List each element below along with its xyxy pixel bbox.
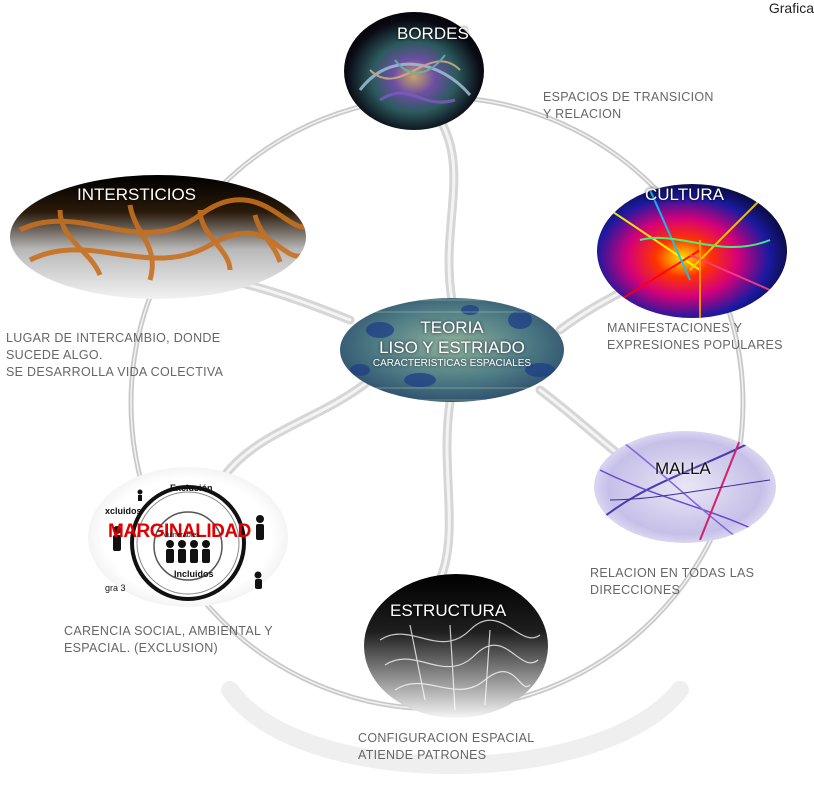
center-label: TEORIA LISO Y ESTRIADO CARACTERISTICAS E… [340,318,564,370]
marginalidad-description: CARENCIA SOCIAL, AMBIENTAL Y ESPACIAL. (… [64,624,273,655]
intersticios-title: INTERSTICIOS [77,185,197,204]
marginalidad-label-incluidos: Incluidos [174,569,214,579]
malla-title: MALLA [655,459,711,478]
node-malla[interactable] [594,430,776,543]
center-line-3: CARACTERISTICAS ESPACIALES [372,358,532,369]
bordes-title: BORDES [397,24,469,43]
malla-description: RELACION EN TODAS LAS DIRECCIONES [590,566,755,597]
cultura-title: CULTURA [645,185,725,204]
marginalidad-label-fig: gra 3 [105,583,126,593]
node-bordes[interactable] [344,12,484,130]
cultura-description: MANIFESTACIONES Y EXPRESIONES POPULARES [607,321,783,352]
marginalidad-label-excluidos: xcluidos [105,506,142,516]
bordes-description: ESPACIOS DE TRANSICION Y RELACION [543,90,714,121]
node-cultura[interactable] [597,184,787,320]
estructura-title: ESTRUCTURA [390,601,507,620]
reflection-arc [221,681,689,774]
corner-label: Grafica [768,0,814,16]
node-estructura[interactable] [364,574,548,718]
center-line-2: LISO Y ESTRIADO [379,338,525,357]
node-intersticios[interactable] [10,175,310,299]
node-marginalidad[interactable] [88,467,288,607]
marginalidad-label-vulnerables: Vulnerables [163,532,200,539]
marginalidad-title: MARGINALIDAD [108,521,251,542]
intersticios-description: LUGAR DE INTERCAMBIO, DONDE SUCEDE ALGO.… [6,331,224,379]
estructura-description: CONFIGURACION ESPACIAL ATIENDE PATRONES [358,731,535,762]
marginalidad-label-exclusion: Exclusión [170,483,213,493]
people-icons [113,489,264,589]
center-line-1: TEORIA [420,318,484,337]
